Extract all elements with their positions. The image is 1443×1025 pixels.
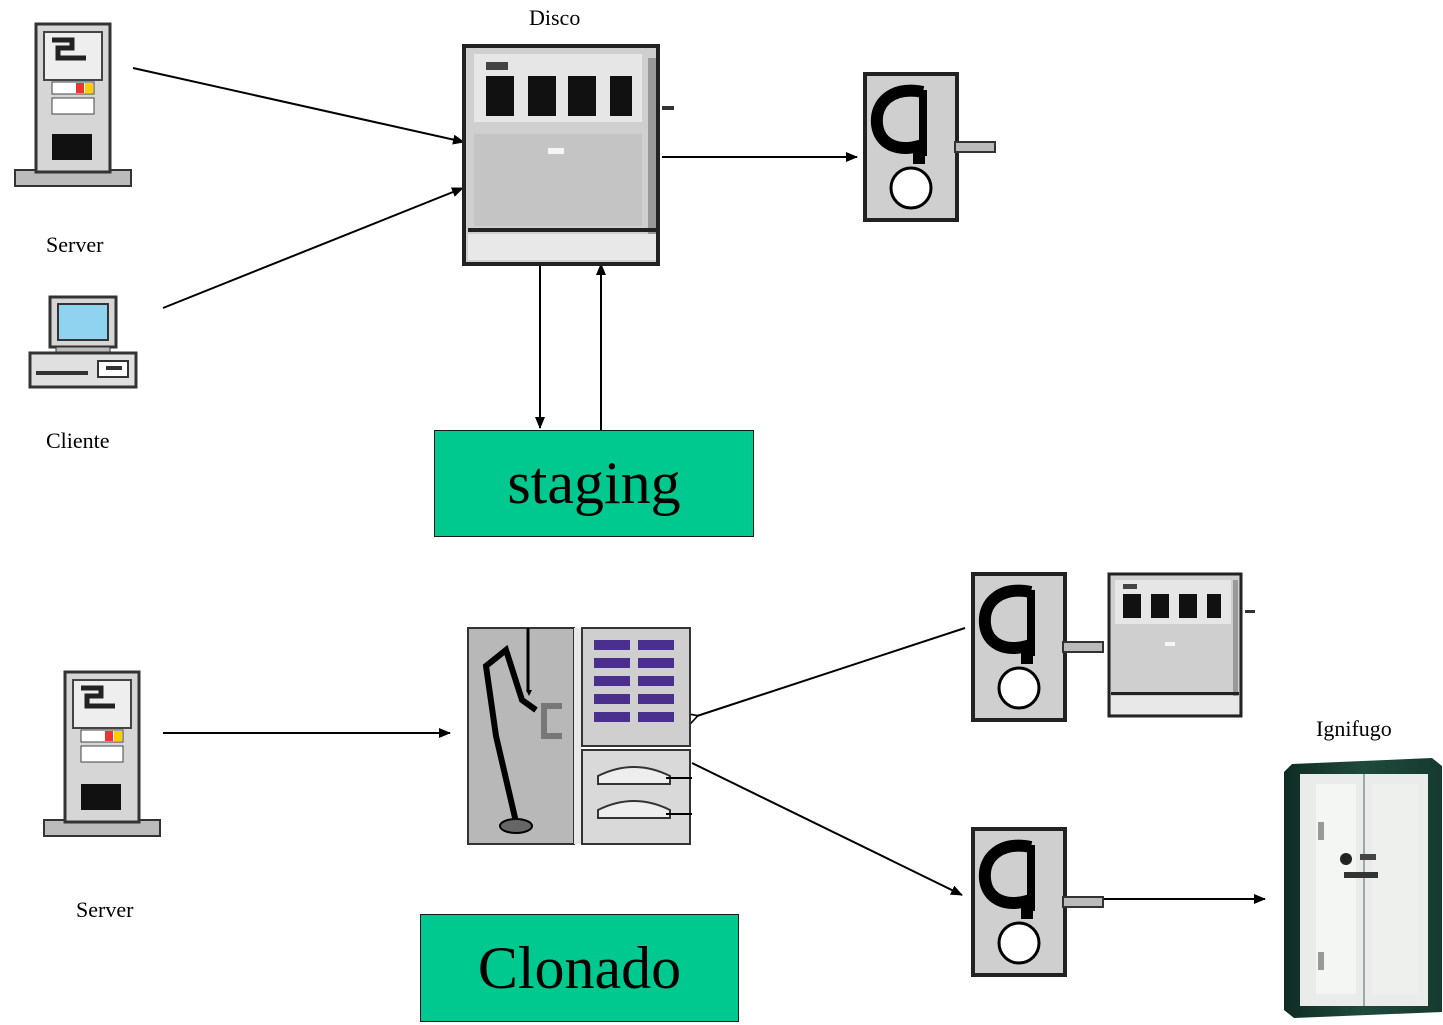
client-pc-icon xyxy=(28,295,138,391)
tape-drive-icon-3 xyxy=(971,827,1105,977)
server-label-bottom: Server xyxy=(76,897,134,922)
server-label-top: Server xyxy=(46,232,104,257)
disk-array-icon xyxy=(462,44,682,266)
tape-library-icon xyxy=(466,626,692,846)
client-label: Cliente xyxy=(46,428,110,453)
fireproof-safe-icon xyxy=(1282,756,1443,1020)
staging-box: staging xyxy=(434,430,754,537)
tape-drive-icon-2 xyxy=(971,572,1105,722)
clonado-box: Clonado xyxy=(420,914,739,1022)
disk-array-icon-2 xyxy=(1107,572,1263,718)
server-icon xyxy=(12,22,134,188)
arrow-client-to-disk xyxy=(162,187,464,309)
ignifugo-label: Ignifugo xyxy=(1316,716,1392,741)
arrow-tape-disk-to-library xyxy=(697,627,966,716)
disk-label: Disco xyxy=(529,5,581,30)
arrow-server-to-disk xyxy=(132,67,465,145)
tape-drive-icon xyxy=(863,72,997,222)
server-icon-bottom xyxy=(41,670,163,838)
arrow-library-to-tape xyxy=(691,762,963,896)
